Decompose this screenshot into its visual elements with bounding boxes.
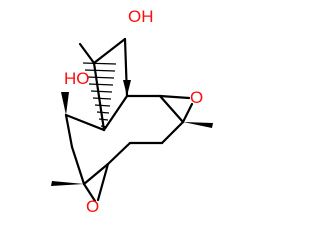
bond-c10-c1 bbox=[64, 113, 106, 132]
atom-o-epoxide-bottom: O bbox=[86, 197, 99, 216]
structure-canvas: OH HO O O bbox=[51, 7, 213, 216]
wedge-c10-oh bbox=[61, 92, 69, 115]
atom-oh-left: HO bbox=[64, 69, 90, 88]
bond-c4-c5 bbox=[160, 120, 185, 145]
bond-c3-oright bbox=[158, 94, 191, 100]
molecule-structure: OH HO O O bbox=[51, 7, 213, 216]
bond-c3-c4 bbox=[158, 94, 185, 124]
bond-c4-oright bbox=[181, 102, 194, 124]
wedge-c2-oh bbox=[123, 80, 131, 96]
hashed-bond-c1-c11 bbox=[82, 62, 117, 128]
atom-oh-top: OH bbox=[128, 7, 154, 26]
bond-c9-c10 bbox=[64, 113, 74, 149]
bond-c11-c12 bbox=[78, 42, 96, 65]
bond-c7-c8 bbox=[82, 162, 110, 186]
bond-c8-obottom bbox=[82, 182, 97, 203]
atom-o-epoxide-right: O bbox=[190, 88, 203, 107]
bond-c11-c13 bbox=[92, 37, 127, 65]
bond-c8-c9 bbox=[70, 145, 86, 186]
bond-c7-obottom bbox=[96, 162, 110, 202]
bond-c6-c7 bbox=[106, 141, 132, 166]
wedge-c4-methyl bbox=[183, 122, 213, 128]
bond-c1-c2 bbox=[102, 94, 129, 132]
wedge-c8-methyl bbox=[51, 181, 84, 186]
